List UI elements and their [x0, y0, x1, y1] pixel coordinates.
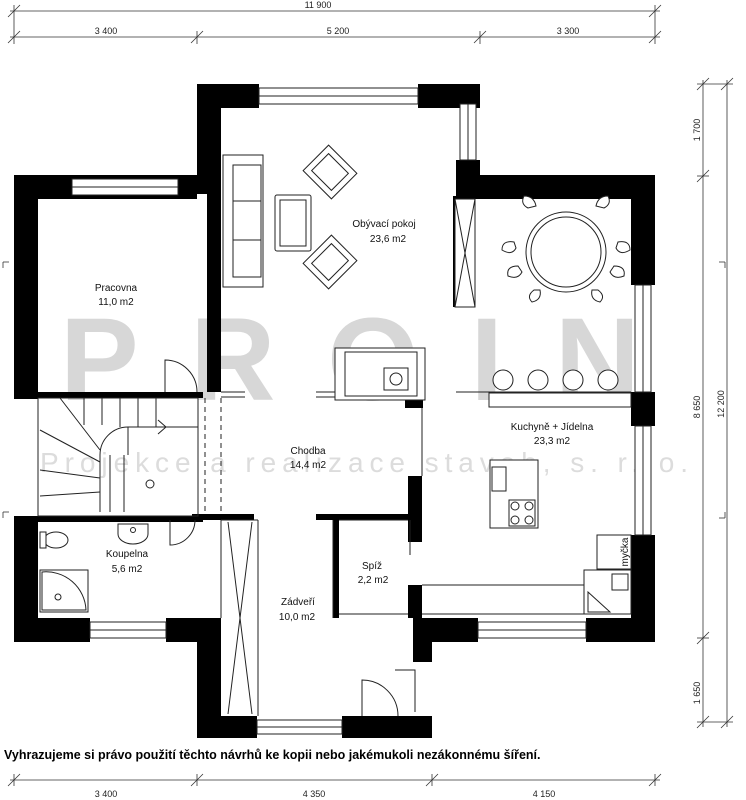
walls: [14, 84, 655, 738]
dim-right-3: 1 650: [692, 682, 702, 705]
dim-top-3: 3 300: [557, 26, 580, 36]
kitchen-name: Kuchyně + Jídelna: [511, 422, 594, 433]
study-name: Pracovna: [95, 283, 138, 294]
bathroom-name: Koupelna: [106, 549, 149, 560]
sink-label: myčka: [620, 537, 631, 566]
windows: [71, 87, 652, 735]
dim-bottom-3: 4 150: [533, 789, 556, 799]
pantry-area: 2,2 m2: [358, 575, 389, 586]
dimension-lines: [2, 4, 734, 787]
copyright-disclaimer: Vyhrazujeme si právo použití těchto návr…: [4, 748, 541, 762]
dimension-labels: 11 900 3 400 5 200 3 300 3 400 4 350 4 1…: [95, 0, 726, 799]
dim-right-1: 1 700: [692, 119, 702, 142]
room-labels: Obývací pokoj 23,6 m2 Pracovna 11,0 m2 C…: [95, 219, 631, 623]
kitchen-area: 23,3 m2: [534, 436, 571, 447]
dim-top-total: 11 900: [305, 0, 332, 10]
entrance-name: Zádveří: [281, 597, 315, 608]
living-room-name: Obývací pokoj: [352, 219, 415, 230]
dim-bottom-1: 3 400: [95, 789, 118, 799]
entrance-area: 10,0 m2: [279, 612, 316, 623]
hall-name: Chodba: [290, 446, 325, 457]
dim-top-1: 3 400: [95, 26, 118, 36]
dim-right-2: 8 650: [692, 396, 702, 419]
living-room-area: 23,6 m2: [370, 234, 407, 245]
hall-area: 14,4 m2: [290, 460, 327, 471]
watermark-company: Projekce a realizace staveb, s. r. o.: [40, 447, 688, 478]
dim-top-2: 5 200: [327, 26, 350, 36]
living-furniture: [222, 144, 426, 401]
bathroom-fixtures: [39, 523, 149, 613]
kitchen-furniture: [488, 211, 632, 615]
thin-lines: [204, 391, 631, 716]
staircase: [37, 397, 199, 517]
pantry-name: Spíž: [362, 561, 382, 572]
dim-right-total: 12 200: [716, 390, 726, 418]
doors: [164, 359, 416, 717]
dim-bottom-2: 4 350: [303, 789, 326, 799]
dining-chairs: [501, 195, 631, 303]
study-area: 11,0 m2: [98, 297, 134, 308]
bathroom-area: 5,6 m2: [112, 564, 143, 575]
